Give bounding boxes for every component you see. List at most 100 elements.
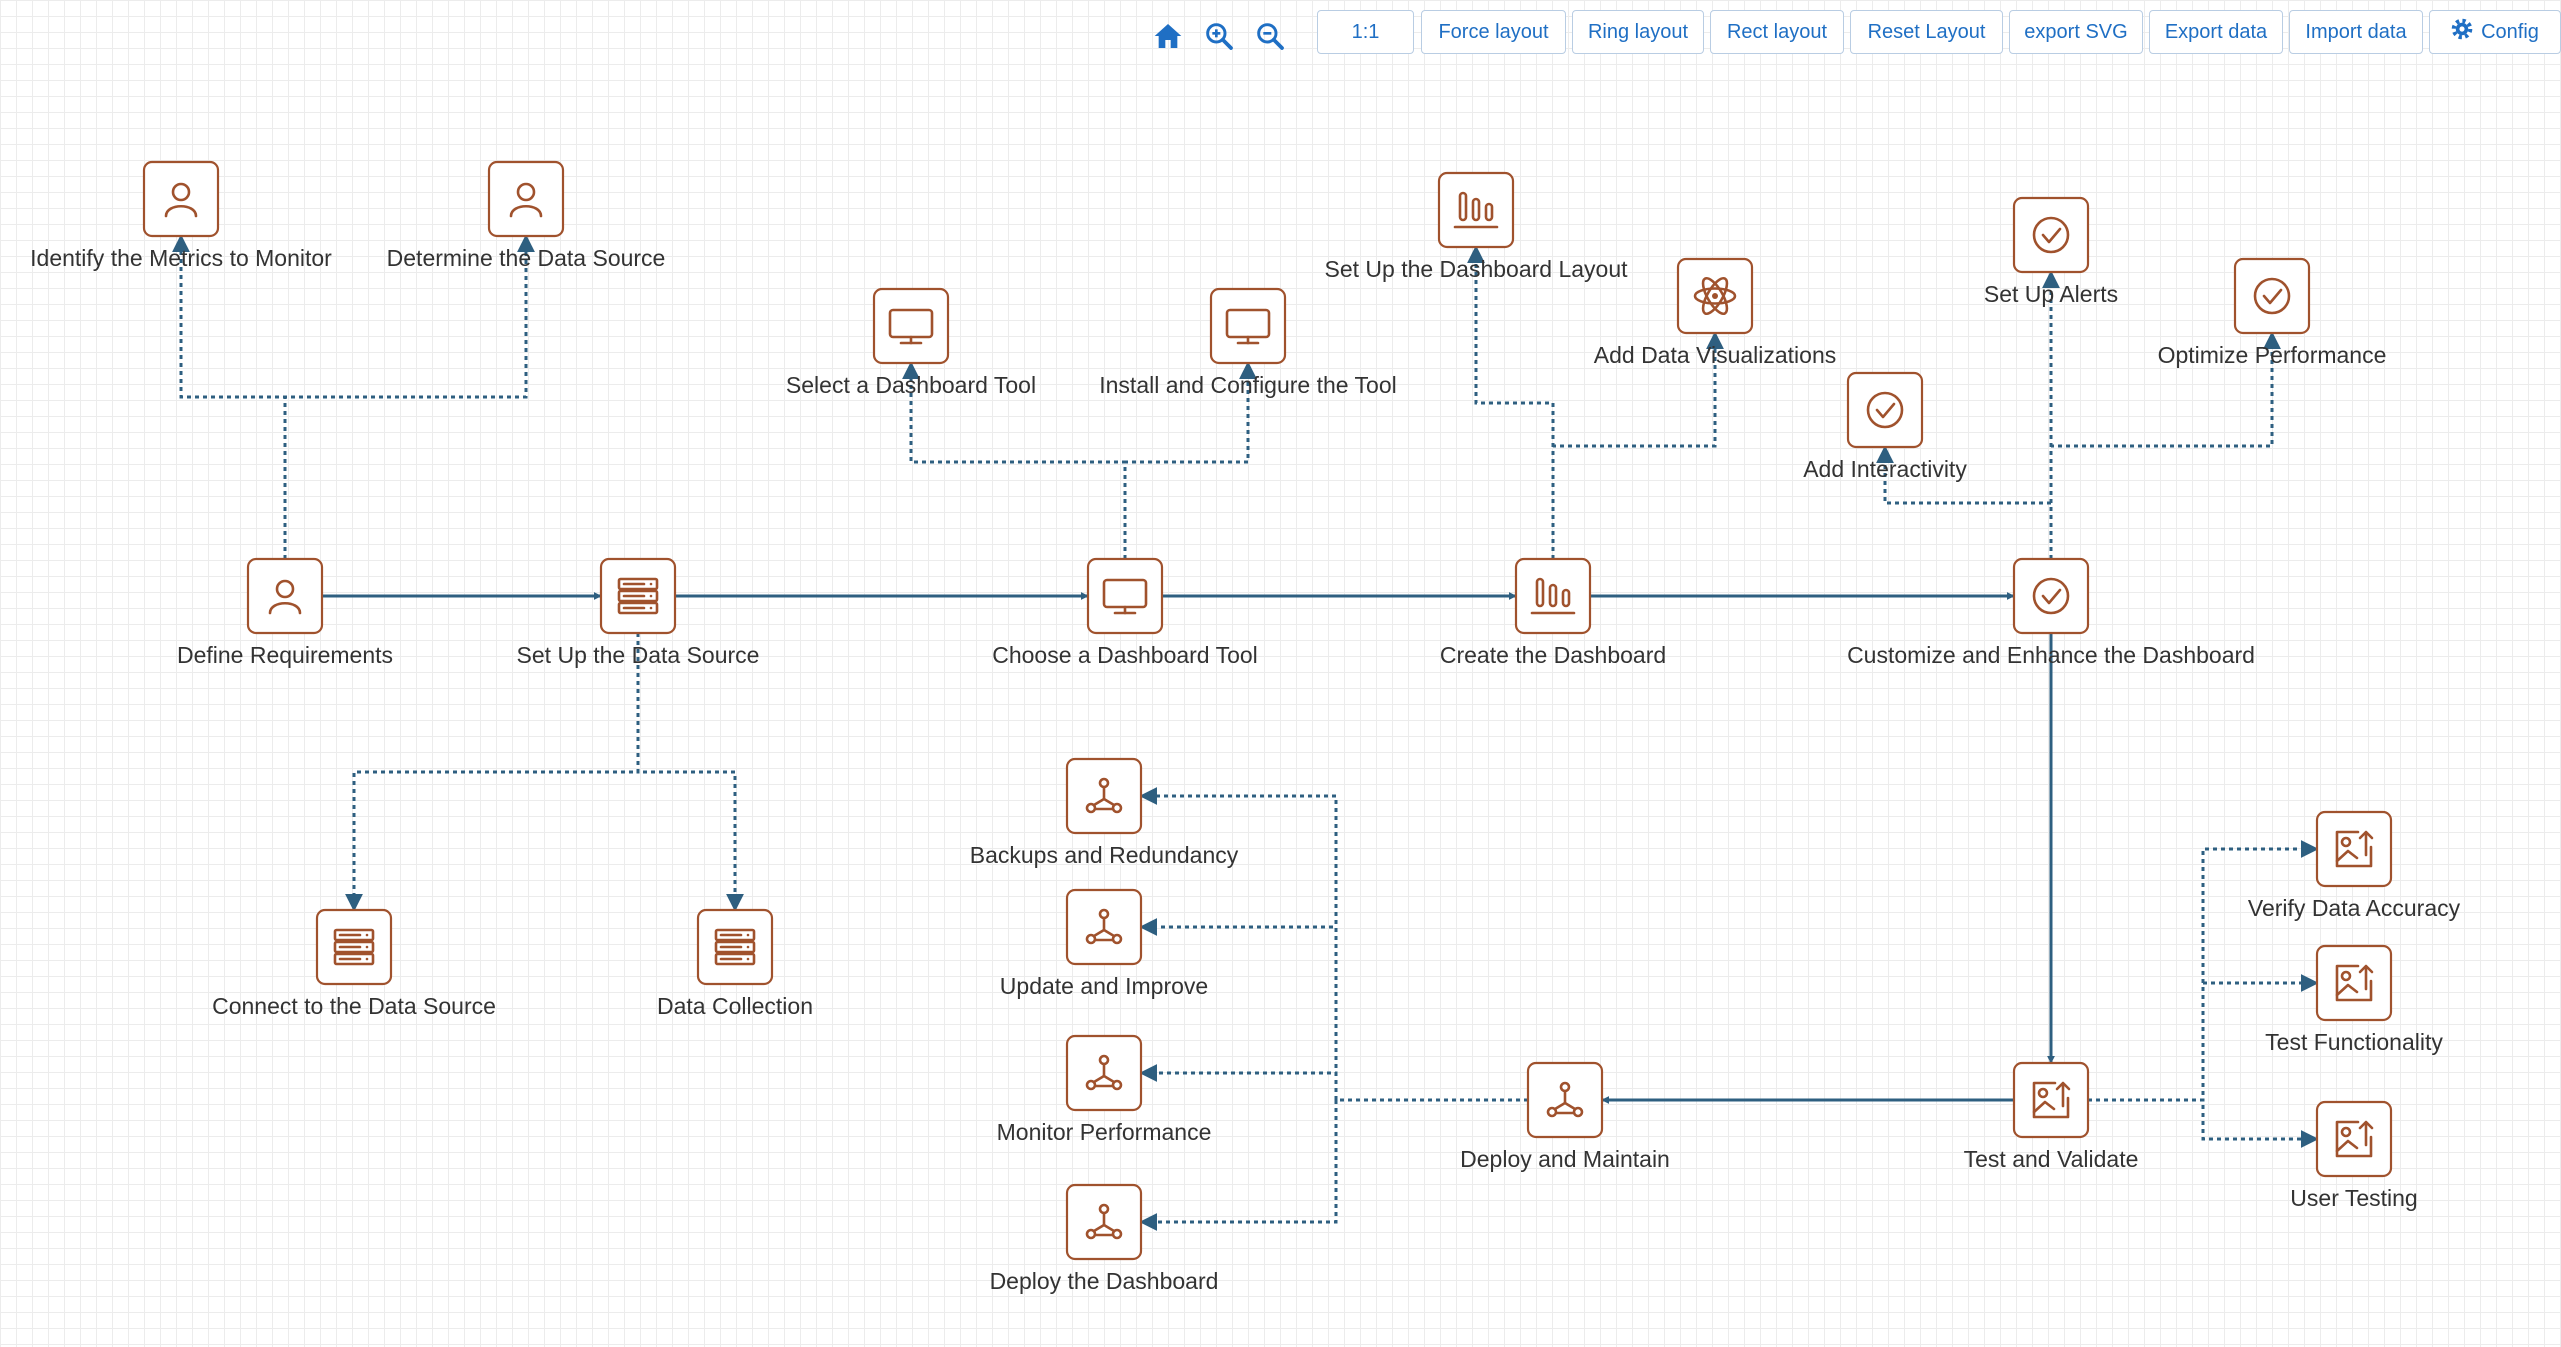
node-customize-enhance[interactable]: Customize and Enhance the Dashboard bbox=[1847, 557, 2255, 668]
zoom-in-icon[interactable] bbox=[1201, 18, 1237, 54]
node-box bbox=[1437, 171, 1515, 249]
node-label: Set Up Alerts bbox=[1984, 281, 2118, 307]
server-icon bbox=[333, 928, 375, 966]
node-determine-data-source[interactable]: Determine the Data Source bbox=[387, 160, 666, 271]
node-backups-redundancy[interactable]: Backups and Redundancy bbox=[970, 757, 1239, 868]
edge-test-validate-to-user-testing bbox=[2088, 1098, 2319, 1148]
network-icon bbox=[1085, 777, 1123, 814]
atom-icon bbox=[1693, 276, 1737, 316]
node-label: Customize and Enhance the Dashboard bbox=[1847, 642, 2255, 668]
server-icon bbox=[617, 577, 659, 615]
node-select-dashboard-tool[interactable]: Select a Dashboard Tool bbox=[786, 287, 1036, 398]
node-label: Test Functionality bbox=[2265, 1029, 2443, 1055]
node-box bbox=[2233, 257, 2311, 335]
node-user-testing[interactable]: User Testing bbox=[2290, 1100, 2418, 1211]
network-icon bbox=[1546, 1081, 1584, 1118]
node-box bbox=[2315, 810, 2393, 888]
image-upload-icon bbox=[2335, 830, 2374, 868]
node-setup-dashboard-layout[interactable]: Set Up the Dashboard Layout bbox=[1324, 171, 1628, 282]
node-label: Determine the Data Source bbox=[387, 245, 666, 271]
user-icon bbox=[164, 182, 198, 218]
node-label: Add Data Visualizations bbox=[1594, 342, 1837, 368]
node-box bbox=[1846, 371, 1924, 449]
node-label: Optimize Performance bbox=[2158, 342, 2387, 368]
network-icon bbox=[1085, 1203, 1123, 1240]
node-label: Set Up the Data Source bbox=[517, 642, 760, 668]
node-optimize-performance[interactable]: Optimize Performance bbox=[2158, 257, 2387, 368]
edge-choose-dashboard-tool-to-install-configure-tool bbox=[1123, 361, 1257, 559]
image-upload-icon bbox=[2032, 1081, 2071, 1119]
node-label: Install and Configure the Tool bbox=[1099, 372, 1397, 398]
bar-chart-icon bbox=[1530, 577, 1576, 615]
node-add-data-visualizations[interactable]: Add Data Visualizations bbox=[1594, 257, 1837, 368]
node-deploy-dashboard[interactable]: Deploy the Dashboard bbox=[990, 1183, 1219, 1294]
edge-create-dashboard-to-add-data-visualizations bbox=[1551, 331, 1724, 559]
node-connect-data-source[interactable]: Connect to the Data Source bbox=[212, 908, 496, 1019]
node-box bbox=[872, 287, 950, 365]
node-label: Select a Dashboard Tool bbox=[786, 372, 1036, 398]
node-monitor-performance[interactable]: Monitor Performance bbox=[997, 1034, 1212, 1145]
node-label: Monitor Performance bbox=[997, 1119, 1212, 1145]
node-box bbox=[1514, 557, 1592, 635]
check-circle-icon bbox=[2253, 277, 2291, 315]
home-icon[interactable] bbox=[1150, 18, 1186, 54]
node-install-configure-tool[interactable]: Install and Configure the Tool bbox=[1099, 287, 1397, 398]
node-identify-metrics[interactable]: Identify the Metrics to Monitor bbox=[30, 160, 332, 271]
edges-layer bbox=[172, 234, 2319, 1231]
zoom-out-icon[interactable] bbox=[1252, 18, 1288, 54]
node-test-functionality[interactable]: Test Functionality bbox=[2265, 944, 2443, 1055]
monitor-icon bbox=[1102, 578, 1148, 615]
node-set-up-alerts[interactable]: Set Up Alerts bbox=[1984, 196, 2118, 307]
node-box bbox=[1209, 287, 1287, 365]
node-label: Verify Data Accuracy bbox=[2248, 895, 2461, 921]
force-layout-button[interactable]: Force layout bbox=[1421, 10, 1566, 54]
node-choose-dashboard-tool[interactable]: Choose a Dashboard Tool bbox=[992, 557, 1258, 668]
node-box bbox=[2012, 557, 2090, 635]
node-label: Deploy and Maintain bbox=[1460, 1146, 1670, 1172]
node-data-collection[interactable]: Data Collection bbox=[657, 908, 813, 1019]
edge-customize-enhance-to-optimize-performance bbox=[2049, 331, 2281, 559]
node-setup-data-source[interactable]: Set Up the Data Source bbox=[517, 557, 760, 668]
ring-layout-button[interactable]: Ring layout bbox=[1572, 10, 1704, 54]
node-label: Choose a Dashboard Tool bbox=[992, 642, 1258, 668]
node-define-requirements[interactable]: Define Requirements bbox=[177, 557, 393, 668]
gear-icon bbox=[2451, 18, 2473, 46]
node-label: Data Collection bbox=[657, 993, 813, 1019]
user-icon bbox=[268, 579, 302, 615]
edge-setup-data-source-to-connect-data-source bbox=[345, 633, 640, 912]
config-label: Config bbox=[2481, 20, 2539, 43]
node-test-validate[interactable]: Test and Validate bbox=[1964, 1061, 2139, 1172]
export-data-button[interactable]: Export data bbox=[2149, 10, 2283, 54]
node-box bbox=[2012, 196, 2090, 274]
monitor-icon bbox=[888, 308, 934, 345]
reset-layout-button[interactable]: Reset Layout bbox=[1850, 10, 2003, 54]
import-data-button[interactable]: Import data bbox=[2289, 10, 2423, 54]
edge-deploy-maintain-to-deploy-dashboard bbox=[1139, 1098, 1528, 1231]
export-svg-button[interactable]: export SVG bbox=[2009, 10, 2143, 54]
node-create-dashboard[interactable]: Create the Dashboard bbox=[1440, 557, 1666, 668]
zoom-1-1-button[interactable]: 1:1 bbox=[1317, 10, 1414, 54]
edge-deploy-maintain-to-monitor-performance bbox=[1139, 1064, 1528, 1102]
node-update-improve[interactable]: Update and Improve bbox=[1000, 888, 1208, 999]
node-verify-data-accuracy[interactable]: Verify Data Accuracy bbox=[2248, 810, 2461, 921]
node-label: Add Interactivity bbox=[1803, 456, 1967, 482]
node-box bbox=[1086, 557, 1164, 635]
node-box bbox=[2315, 1100, 2393, 1178]
check-circle-icon bbox=[2032, 577, 2070, 615]
image-upload-icon bbox=[2335, 1120, 2374, 1158]
edge-define-requirements-to-determine-data-source bbox=[283, 234, 535, 559]
node-label: Deploy the Dashboard bbox=[990, 1268, 1219, 1294]
node-label: Update and Improve bbox=[1000, 973, 1208, 999]
node-label: Set Up the Dashboard Layout bbox=[1324, 256, 1628, 282]
node-deploy-maintain[interactable]: Deploy and Maintain bbox=[1460, 1061, 1670, 1172]
check-circle-icon bbox=[2032, 216, 2070, 254]
network-icon bbox=[1085, 908, 1123, 945]
rect-layout-button[interactable]: Rect layout bbox=[1710, 10, 1844, 54]
node-box bbox=[2012, 1061, 2090, 1139]
node-add-interactivity[interactable]: Add Interactivity bbox=[1803, 371, 1967, 482]
node-label: Identify the Metrics to Monitor bbox=[30, 245, 332, 271]
edge-setup-data-source-to-data-collection bbox=[636, 633, 744, 912]
user-icon bbox=[509, 182, 543, 218]
